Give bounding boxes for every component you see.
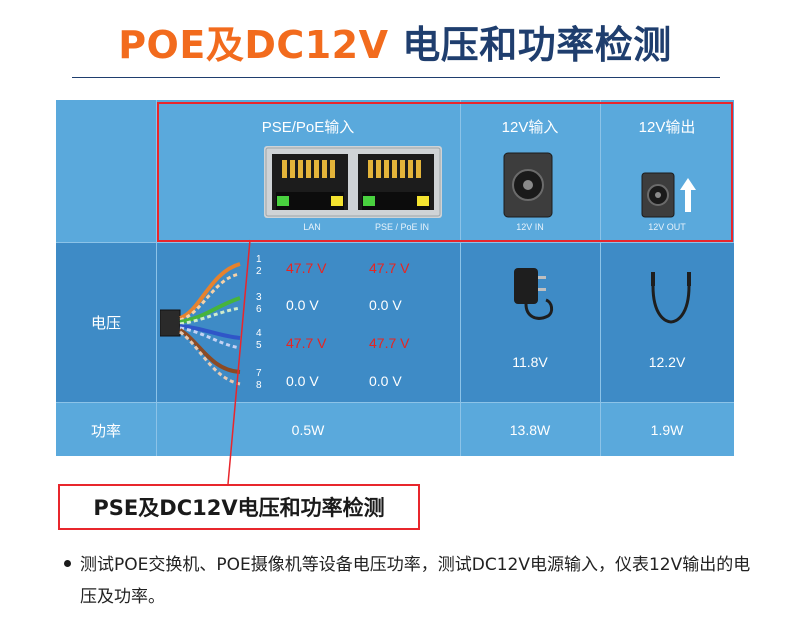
- rj45-ports-icon: [264, 146, 442, 218]
- measurement-panel: PSE/PoE输入 12V输入 12V输出 LAN PSE / PoE IN: [56, 100, 734, 456]
- power-pse: 0.5W: [291, 422, 325, 438]
- dc-jack-in-icon: [503, 152, 553, 218]
- voltage-12v-out: 12.2V: [648, 354, 686, 370]
- pin-number: 8: [256, 380, 262, 391]
- pin-numbers-pair-1: 1 2: [256, 254, 270, 278]
- lan-port-label: LAN: [303, 222, 321, 232]
- page-title: POE及DC12V 电压和功率检测: [0, 14, 790, 69]
- poe-in-voltage-pair-3: 47.7 V: [369, 335, 410, 351]
- voltage-row-label: 电压: [90, 315, 121, 332]
- pin-number: 2: [256, 266, 262, 277]
- pse-poe-input-header: PSE/PoE输入: [261, 119, 355, 136]
- pin-number: 3: [256, 292, 262, 303]
- pin-number: 7: [256, 368, 262, 379]
- grid-line: [56, 402, 734, 403]
- pin-number: 4: [256, 328, 262, 339]
- dc-out-label: 12V OUT: [648, 222, 686, 232]
- out12v-header-cell: [600, 100, 734, 242]
- power-adapter-icon: [514, 268, 554, 320]
- pin-numbers-pair-3: 4 5: [256, 328, 270, 352]
- dc-in-label: 12V IN: [516, 222, 544, 232]
- description-text: 测试POE交换机、POE摄像机等设备电压功率，测试DC12V电源输入，仪表12V…: [80, 555, 751, 607]
- power-12v-out: 1.9W: [650, 422, 684, 438]
- grid-line: [156, 100, 157, 456]
- pin-number: 5: [256, 340, 262, 351]
- lan-voltage-pair-1: 47.7 V: [286, 260, 327, 276]
- in12v-power-cell: [460, 402, 600, 456]
- grid-line: [600, 100, 601, 456]
- voltage-label-cell: [56, 242, 156, 402]
- pin-numbers-pair-4: 7 8: [256, 368, 270, 392]
- pin-numbers-pair-2: 3 6: [256, 292, 270, 316]
- power-row-label: 功率: [90, 423, 121, 440]
- poe-in-voltage-pair-4: 0.0 V: [369, 373, 402, 389]
- pse-power-cell: [156, 402, 460, 456]
- poe-in-voltage-pair-2: 0.0 V: [369, 297, 402, 313]
- pin-number: 6: [256, 304, 262, 315]
- grid-line: [460, 100, 461, 456]
- lan-voltage-pair-3: 47.7 V: [286, 335, 327, 351]
- title-divider: [72, 77, 720, 78]
- pin-number: 1: [256, 254, 262, 265]
- port-highlight-box: [157, 102, 733, 242]
- out12v-power-cell: [600, 402, 734, 456]
- title-part-1: POE及DC12V: [118, 23, 389, 67]
- power-label-cell: [56, 402, 156, 456]
- power-12v-in: 13.8W: [509, 422, 551, 438]
- pse-voltage-cell: [156, 242, 460, 402]
- corner-cell: [56, 100, 156, 242]
- title-part-2: 电压和功率检测: [402, 23, 672, 67]
- lan-voltage-pair-4: 0.0 V: [286, 373, 319, 389]
- pse-poe-in-port-label: PSE / PoE IN: [374, 222, 430, 232]
- poe-in-voltage-pair-1: 47.7 V: [369, 260, 410, 276]
- voltage-12v-in: 11.8V: [512, 354, 548, 370]
- dc-jack-out-icon: [641, 172, 675, 218]
- callout-label: PSE及DC12V电压和功率检测: [58, 484, 420, 530]
- input-12v-header: 12V输入: [501, 119, 559, 136]
- arrow-up-icon: [680, 178, 696, 212]
- lan-voltage-pair-2: 0.0 V: [286, 297, 319, 313]
- twisted-pair-cable-icon: [160, 262, 241, 386]
- dc-cable-icon: [651, 272, 691, 324]
- output-12v-header: 12V输出: [638, 119, 696, 136]
- grid-line: [56, 242, 734, 243]
- bullet-icon: [64, 560, 71, 567]
